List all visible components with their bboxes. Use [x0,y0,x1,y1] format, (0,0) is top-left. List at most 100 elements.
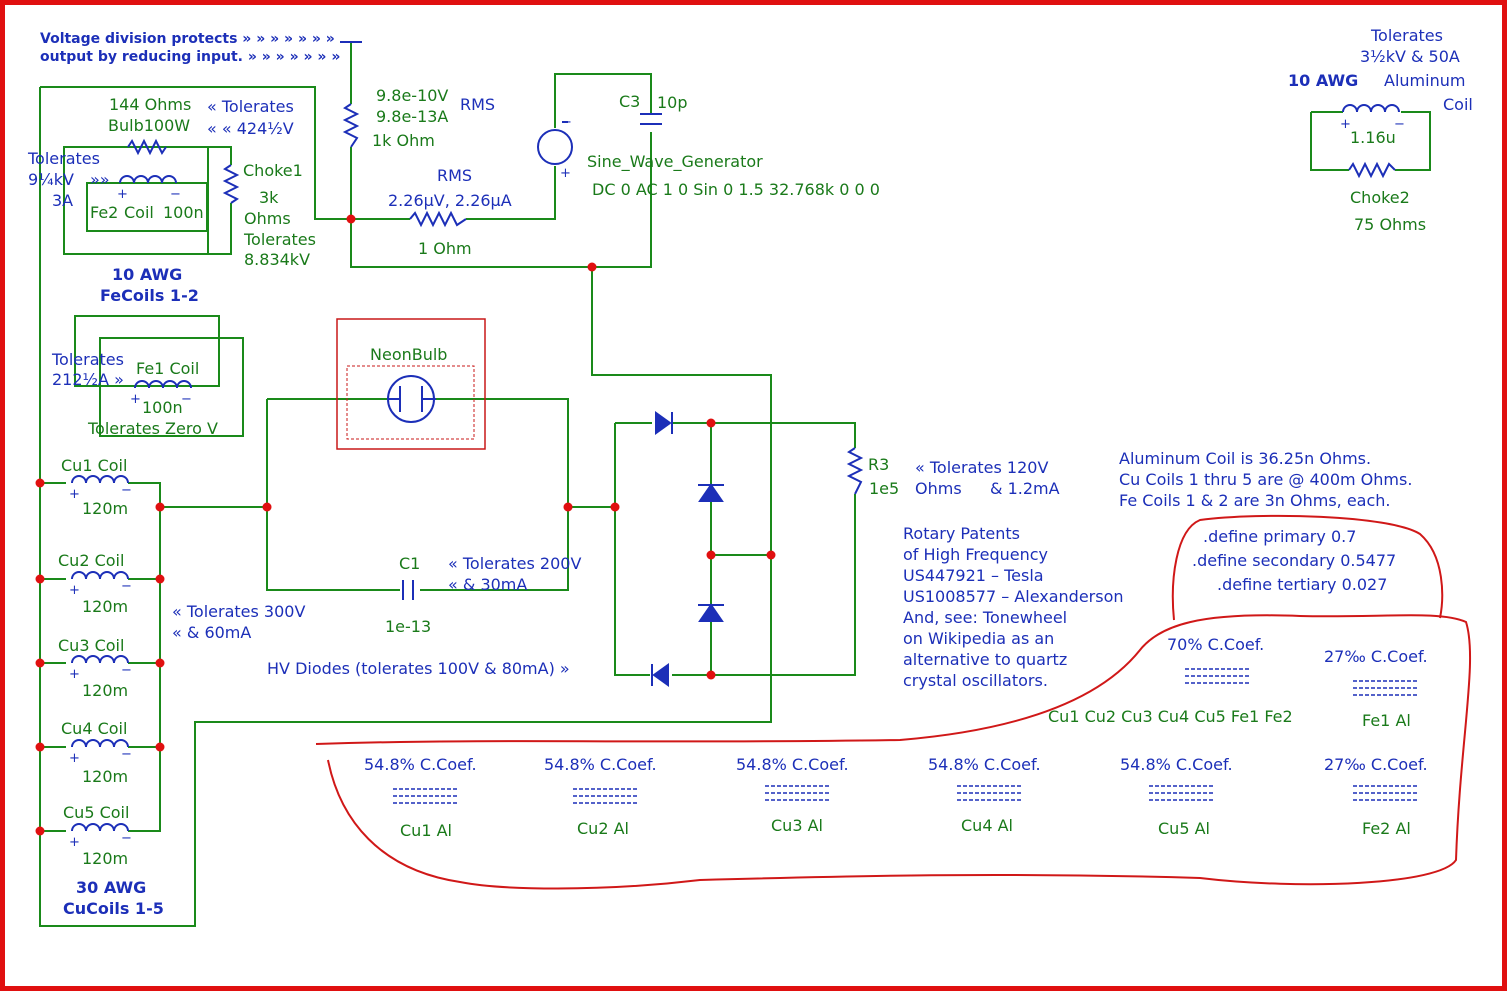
r3-tolerance-2: & 1.2mA [990,479,1060,498]
fe1-value: 100n [142,398,183,417]
coupling-cu4-al-label: Cu4 Al [961,816,1013,835]
define-secondary: .define secondary 0.5477 [1192,551,1397,570]
bulb-tolerance-1: « Tolerates [207,97,294,116]
bulb-tolerance-2: « « 424½V [207,119,294,138]
bulb-resistor-icon [127,138,167,156]
svg-text:+: + [130,392,141,407]
fe2-tolerance-3: 3A [52,191,74,210]
coupling-cu3-al-label: Cu3 Al [771,816,823,835]
coupling-cu5-al-label: Cu5 Al [1158,819,1210,838]
rotary-note-1: Rotary Patents [903,524,1020,543]
coupling-cu3-al-coef: 54.8% C.Coef. [736,755,849,774]
r3-resistor-icon [846,447,864,495]
fe2-coil: Coil [124,203,154,222]
r1ohm-rms: RMS [437,166,473,185]
annotation-outlines [315,514,1472,890]
coupling-cu1-al-label: Cu1 Al [400,821,452,840]
svg-text:−: − [121,747,132,762]
coupling-cu1-al-coef: 54.8% C.Coef. [364,755,477,774]
svg-text:+: + [69,751,80,766]
fe2-tolerance-1: Tolerates [28,149,100,168]
c1-tolerance-2: « & 30mA [448,575,528,594]
choke1-resistor-icon [222,164,240,204]
choke2-resistor-icon [1348,161,1396,179]
coupling-cu5-al-coef: 54.8% C.Coef. [1120,755,1233,774]
svg-text:−: − [170,187,181,202]
note-voltage-division-1: Voltage division protects » » » » » » » [40,31,335,47]
svg-text:+: + [69,667,80,682]
cu3-coil-value: 120m [82,681,129,700]
fe1-inductor-icon [134,380,192,389]
resistor-1k-icon [342,103,360,148]
fe2-name: Fe2 [90,203,119,222]
define-primary: .define primary 0.7 [1203,527,1357,546]
coupling-top-1-coef: 70% C.Coef. [1167,635,1265,654]
c1-name: C1 [399,554,421,573]
alu-name-1: Aluminum [1384,71,1466,90]
svg-text:−: − [1394,117,1405,132]
svg-text:−: − [121,831,132,846]
coupling-top-2-coef: 27‰ C.Coef. [1324,647,1428,666]
svg-text:−: − [121,663,132,678]
bulb-ohms: 144 Ohms [109,95,192,114]
aluminum-inductor-icon [1342,104,1400,113]
r1k-name: 1k Ohm [372,131,435,150]
r3-name: R3 [868,455,890,474]
c3-name: C3 [619,92,641,111]
r1ohm-name: 1 Ohm [418,239,472,258]
cu-tolerance-2: « & 60mA [172,623,252,642]
r1k-voltage: 9.8e-10V [376,86,449,105]
cu2-coil-name: Cu2 Coil [58,551,125,570]
coupling-cu2-al-coef: 54.8% C.Coef. [544,755,657,774]
choke1-value-1: 3k [259,188,279,207]
c1-capacitor-icon [402,580,414,600]
alu-tolerance-1: Tolerates [1371,26,1443,45]
svg-text:+: + [1340,117,1351,132]
fe2-inductor-icon [119,175,177,184]
c1-value: 1e-13 [385,617,432,636]
fe1-tolerance-2: 212½A » [52,370,124,389]
r3-ohms: Ohms [915,479,962,498]
r1ohm-values: 2.26µV, 2.26µA [388,191,512,210]
info-fe: Fe Coils 1 & 2 are 3n Ohms, each. [1119,491,1391,510]
choke2-name: Choke2 [1350,188,1410,207]
bulb-name: Bulb100W [108,116,191,135]
alu-name-2: Coil [1443,95,1473,114]
svg-text:+: + [69,583,80,598]
choke1-name: Choke1 [243,161,303,180]
choke1-value-2: Ohms [244,209,291,228]
svg-text:−: − [121,483,132,498]
rotary-note-2: of High Frequency [903,545,1049,564]
r3-value: 1e5 [869,479,900,498]
fe1-tolerance-1: Tolerates [52,350,124,369]
note-voltage-division-2: output by reducing input. » » » » » » » [40,49,341,65]
rotary-note-5: And, see: Tonewheel [903,608,1068,627]
rotary-note-4: US1008577 – Alexanderson [903,587,1124,606]
fe2-tolerance-2: 9¼kV [28,170,74,189]
alu-tolerance-2: 3½kV & 50A [1360,47,1460,66]
polarity-marks: +− +− +− +− +− +− +− +− −+ [69,115,1405,850]
choke1-tolerance-2: 8.834kV [244,250,311,269]
rotary-note-3: US447921 – Tesla [903,566,1044,585]
choke2-value: 75 Ohms [1354,215,1427,234]
coupling-top-2-label: Fe1 Al [1362,711,1411,730]
junctions [35,214,776,836]
rotary-note-6: on Wikipedia as an [903,629,1055,648]
rotary-note-7: alternative to quartz [903,650,1068,669]
fe2-tolerance-arrow: »» [90,170,110,189]
define-tertiary: .define tertiary 0.027 [1217,575,1388,594]
cu2-coil-value: 120m [82,597,129,616]
svg-text:+: + [69,835,80,850]
neon-bulb-frame [336,318,486,450]
sine-source-icon [537,129,573,165]
choke1-tolerance-1: Tolerates [244,230,316,249]
fecoils-awg: 10 AWG [112,265,183,284]
alu-value: 1.16u [1350,128,1396,147]
cu5-coil-value: 120m [82,849,129,868]
info-aluminum: Aluminum Coil is 36.25n Ohms. [1119,449,1372,468]
coupling-top-1-label: Cu1 Cu2 Cu3 Cu4 Cu5 Fe1 Fe2 [1048,707,1293,726]
resistor-1ohm-icon [409,210,467,228]
cu4-coil-value: 120m [82,767,129,786]
